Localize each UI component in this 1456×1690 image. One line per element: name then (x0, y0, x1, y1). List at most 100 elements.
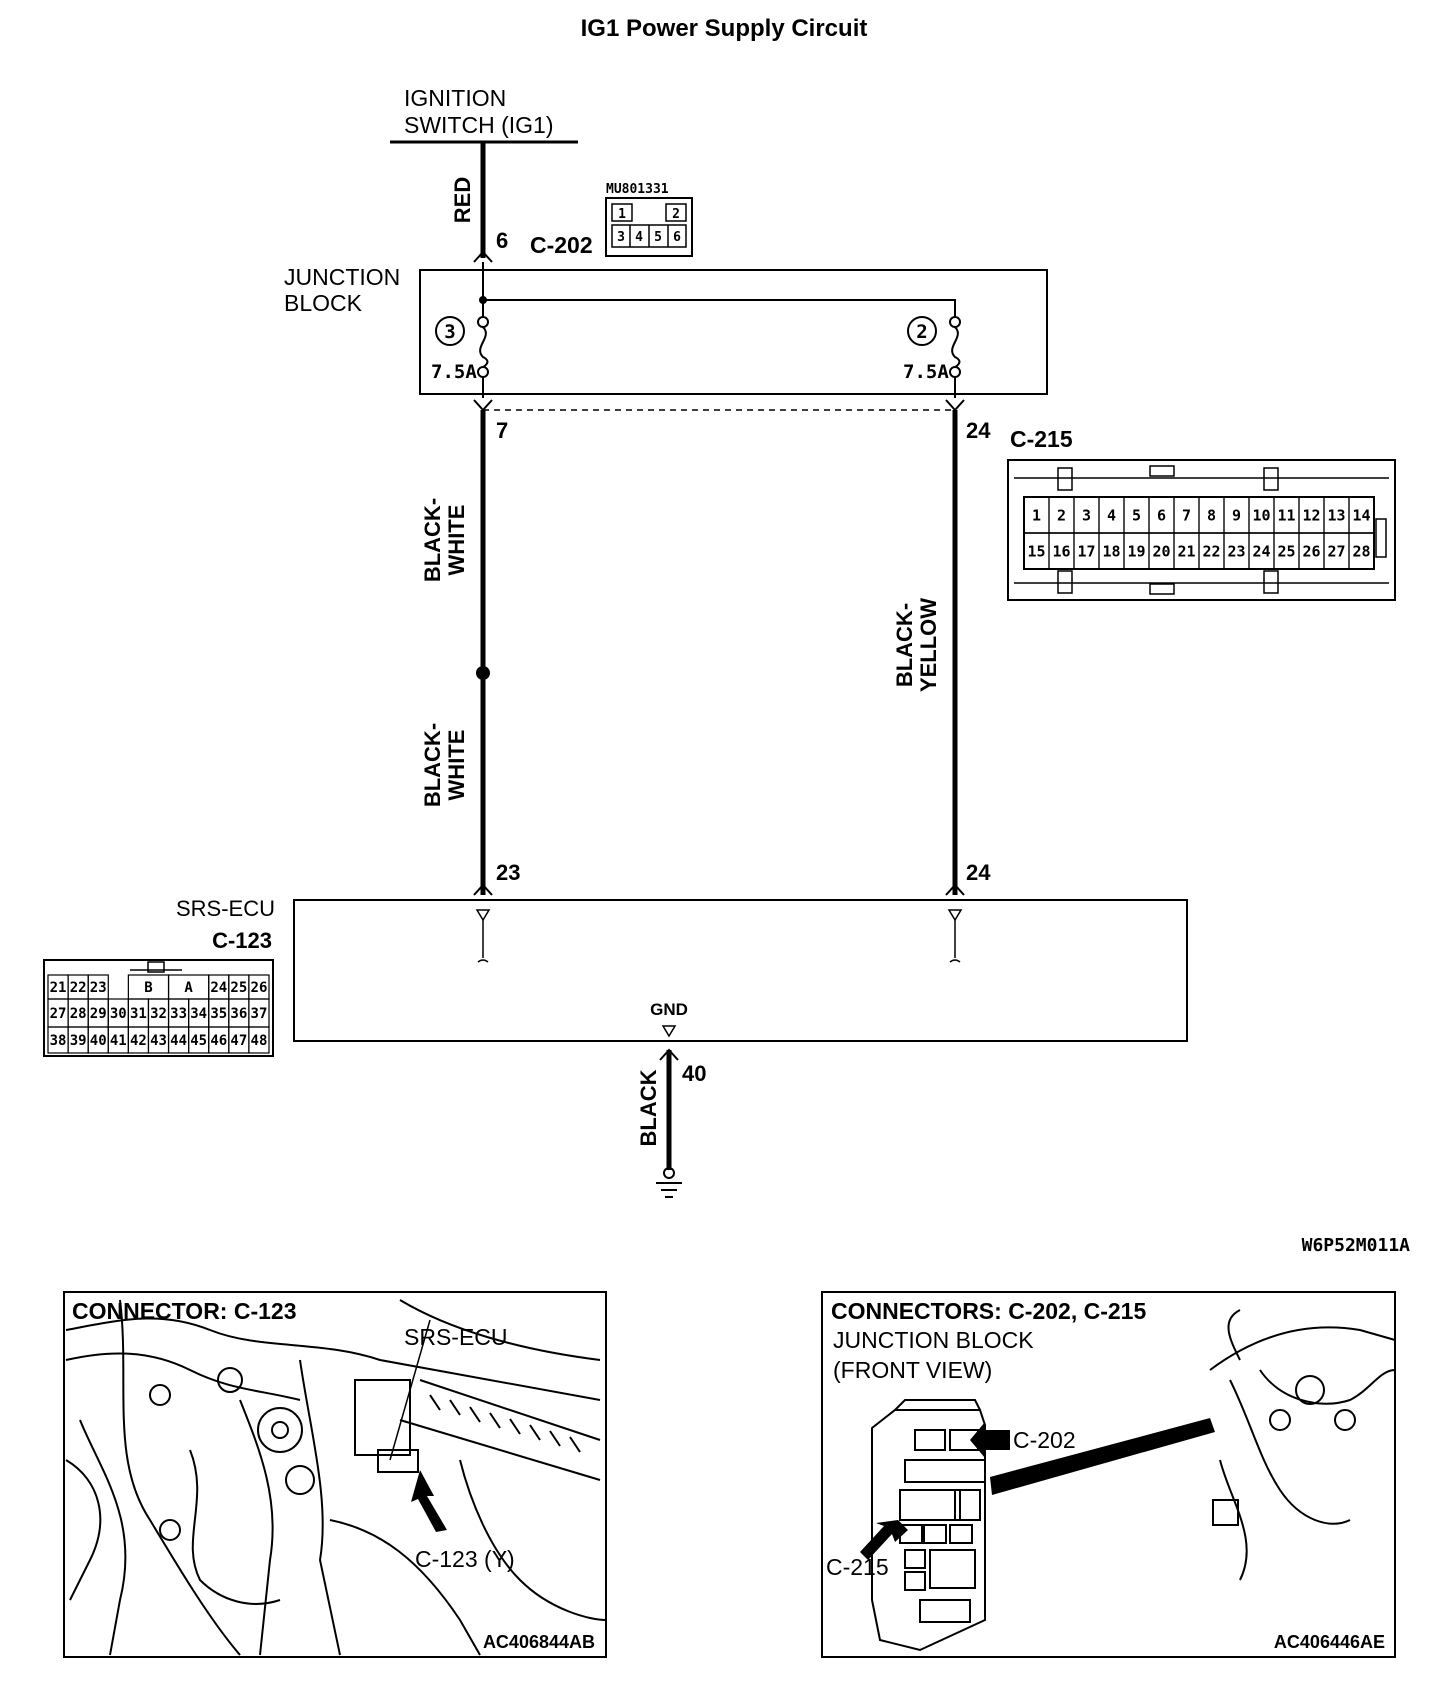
figure-code: W6P52M011A (1302, 1235, 1411, 1256)
pin-number: 30 (110, 1006, 127, 1022)
c202-pin: 1 (618, 207, 626, 222)
pin-number: 29 (90, 1006, 107, 1022)
pin-number: 23 (1227, 542, 1245, 560)
pin-number: 13 (1327, 506, 1345, 524)
pin-number: 34 (190, 1006, 207, 1022)
pin-number: 7 (1182, 506, 1191, 524)
pin-number: 25 (230, 980, 247, 996)
pin-24-ecu: 24 (966, 860, 991, 885)
pin-number: 47 (230, 1033, 247, 1049)
pin-cell (248, 1026, 270, 1054)
ecu-internal-symbols (475, 909, 963, 1038)
panel-right-code: AC406446AE (1274, 1632, 1385, 1652)
c123-label: C-123 (212, 928, 272, 953)
pin-number: 36 (230, 1006, 247, 1022)
pin-number: 11 (1277, 506, 1295, 524)
c202-pin: 5 (654, 230, 662, 245)
pointer-wedge (990, 1418, 1215, 1495)
c202-label: C-202 (530, 232, 593, 258)
c202-pin: 3 (617, 230, 625, 245)
pin-6: 6 (496, 228, 508, 253)
pin-number: 43 (150, 1033, 167, 1049)
panel-right-c215-label: C-215 (826, 1554, 889, 1580)
pin-number: 3 (1082, 506, 1091, 524)
pin-number: 46 (210, 1033, 227, 1049)
pin-number: 9 (1232, 506, 1241, 524)
wire-label-bw-bot-2: WHITE (444, 730, 469, 801)
pin-number: 32 (150, 1006, 167, 1022)
wire-label-black: BLACK (636, 1069, 661, 1146)
fuse-3-rating: 7.5A (431, 361, 477, 383)
junction-block-illustration (871, 1309, 1396, 1652)
pin-number: 31 (130, 1006, 147, 1022)
pin-number: 10 (1252, 506, 1270, 524)
pin-number: 42 (130, 1033, 147, 1049)
ignition-label-line2: SWITCH (IG1) (404, 112, 554, 138)
pin-number: 19 (1127, 542, 1145, 560)
pin-number: 37 (251, 1006, 268, 1022)
junction-block-line2: BLOCK (284, 290, 363, 316)
c202-pin: 4 (635, 230, 643, 245)
arrow-to-c202 (970, 1422, 1010, 1458)
pin-number: 45 (190, 1033, 207, 1049)
pin-cell (1348, 532, 1375, 570)
pin-number: 4 (1107, 506, 1116, 524)
pin-number: 26 (251, 980, 268, 996)
pin-number: 21 (50, 980, 67, 996)
splice-dot (476, 666, 490, 680)
pin-number: 48 (251, 1033, 268, 1049)
pin-number: 27 (1327, 542, 1345, 560)
pin-number: 25 (1277, 542, 1295, 560)
pin-40: 40 (682, 1061, 706, 1086)
panel-right-line3: (FRONT VIEW) (833, 1357, 992, 1383)
pin-7: 7 (496, 418, 508, 443)
connector-arrow-c202 (473, 250, 493, 263)
pin-number: 39 (70, 1033, 87, 1049)
fuse-2-rating: 7.5A (903, 361, 949, 383)
pin-number: 33 (170, 1006, 187, 1022)
panel-c123-location: CONNECTOR: C-123 SRS-ECU C-123 (Y) AC406… (63, 1291, 607, 1658)
pin-number: 15 (1027, 542, 1045, 560)
panel-left-conn-label: C-123 (Y) (415, 1546, 515, 1572)
pin-24-c215: 24 (966, 418, 991, 443)
c202-pin: 6 (673, 230, 681, 245)
fuse-2-number: 2 (916, 321, 927, 343)
pin-number: A (184, 980, 193, 996)
fuse-2-icon (907, 316, 961, 378)
panel-right-title: CONNECTORS: C-202, C-215 (831, 1298, 1146, 1324)
pin-number: 14 (1352, 506, 1370, 524)
wire-label-by-1: BLACK- (892, 603, 917, 687)
ignition-label-line1: IGNITION (404, 85, 506, 111)
pin-number: 23 (90, 980, 107, 996)
ground-icon (656, 1167, 682, 1198)
pin-number: 28 (70, 1006, 87, 1022)
part-number: MU801331 (606, 182, 669, 197)
pin-number: 41 (110, 1033, 127, 1049)
pin-number: 12 (1302, 506, 1320, 524)
panel-left-title: CONNECTOR: C-123 (72, 1298, 297, 1324)
connector-arrow-pin24 (945, 399, 965, 412)
pin-number: 40 (90, 1033, 107, 1049)
diagram-title: IG1 Power Supply Circuit (581, 15, 868, 42)
pin-number: 22 (1202, 542, 1220, 560)
wire-label-bw-top-1: BLACK- (420, 498, 445, 582)
pin-23: 23 (496, 860, 520, 885)
arrow-to-c215 (860, 1520, 908, 1560)
wire-label-bw-bot-1: BLACK- (420, 723, 445, 807)
pin-number: 38 (50, 1033, 67, 1049)
vehicle-underdash-illustration (65, 1299, 607, 1656)
pin-number: 8 (1207, 506, 1216, 524)
pin-number: 18 (1102, 542, 1120, 560)
gnd-label: GND (650, 1000, 688, 1019)
junction-block-box (419, 269, 1048, 395)
pin-number: 44 (170, 1033, 187, 1049)
pin-number: 20 (1152, 542, 1170, 560)
c202-pin: 2 (672, 207, 680, 222)
fuse-3-number: 3 (444, 321, 455, 343)
pin-number: 1 (1032, 506, 1041, 524)
jb-bus (483, 299, 956, 318)
wire-label-red: RED (450, 177, 475, 223)
